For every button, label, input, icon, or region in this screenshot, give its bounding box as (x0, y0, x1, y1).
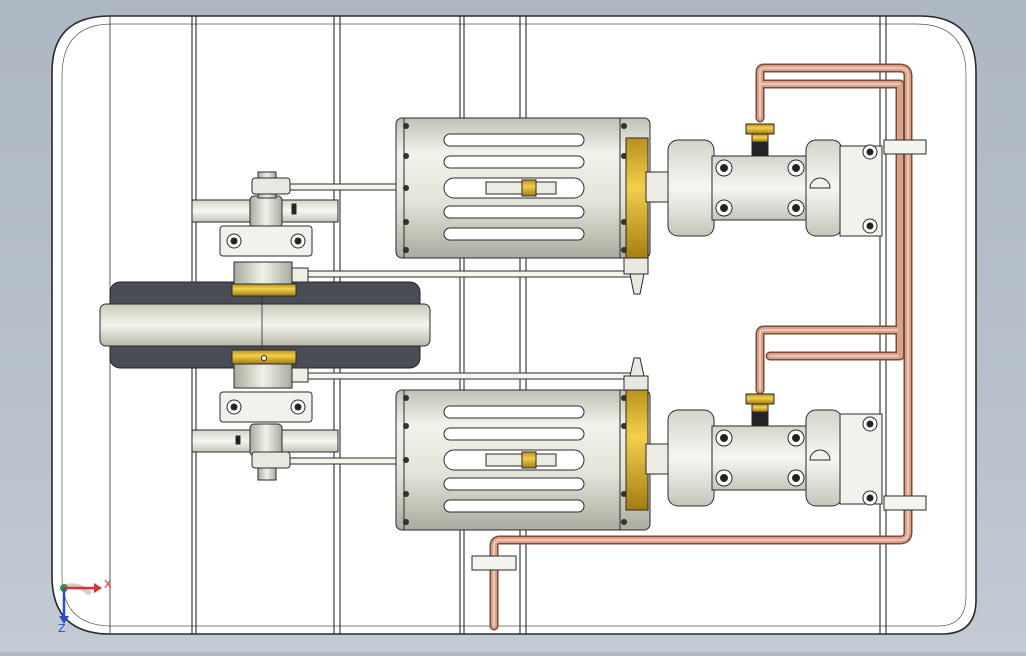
valve-chest-lower (645, 393, 883, 507)
cylinder-lower (395, 357, 651, 531)
bearing-block-upper (191, 171, 399, 257)
valve-chest-upper (645, 123, 883, 237)
steam-pipes (489, 63, 913, 631)
cylinder-upper (395, 117, 651, 295)
pipe-clamps (471, 139, 927, 571)
crankshaft (231, 261, 309, 389)
bearing-block-lower (191, 391, 399, 481)
flywheel (99, 281, 431, 369)
triad-x-label: X (104, 578, 112, 591)
coordinate-triad: X Z (58, 578, 112, 635)
triad-z-label: Z (58, 622, 66, 635)
